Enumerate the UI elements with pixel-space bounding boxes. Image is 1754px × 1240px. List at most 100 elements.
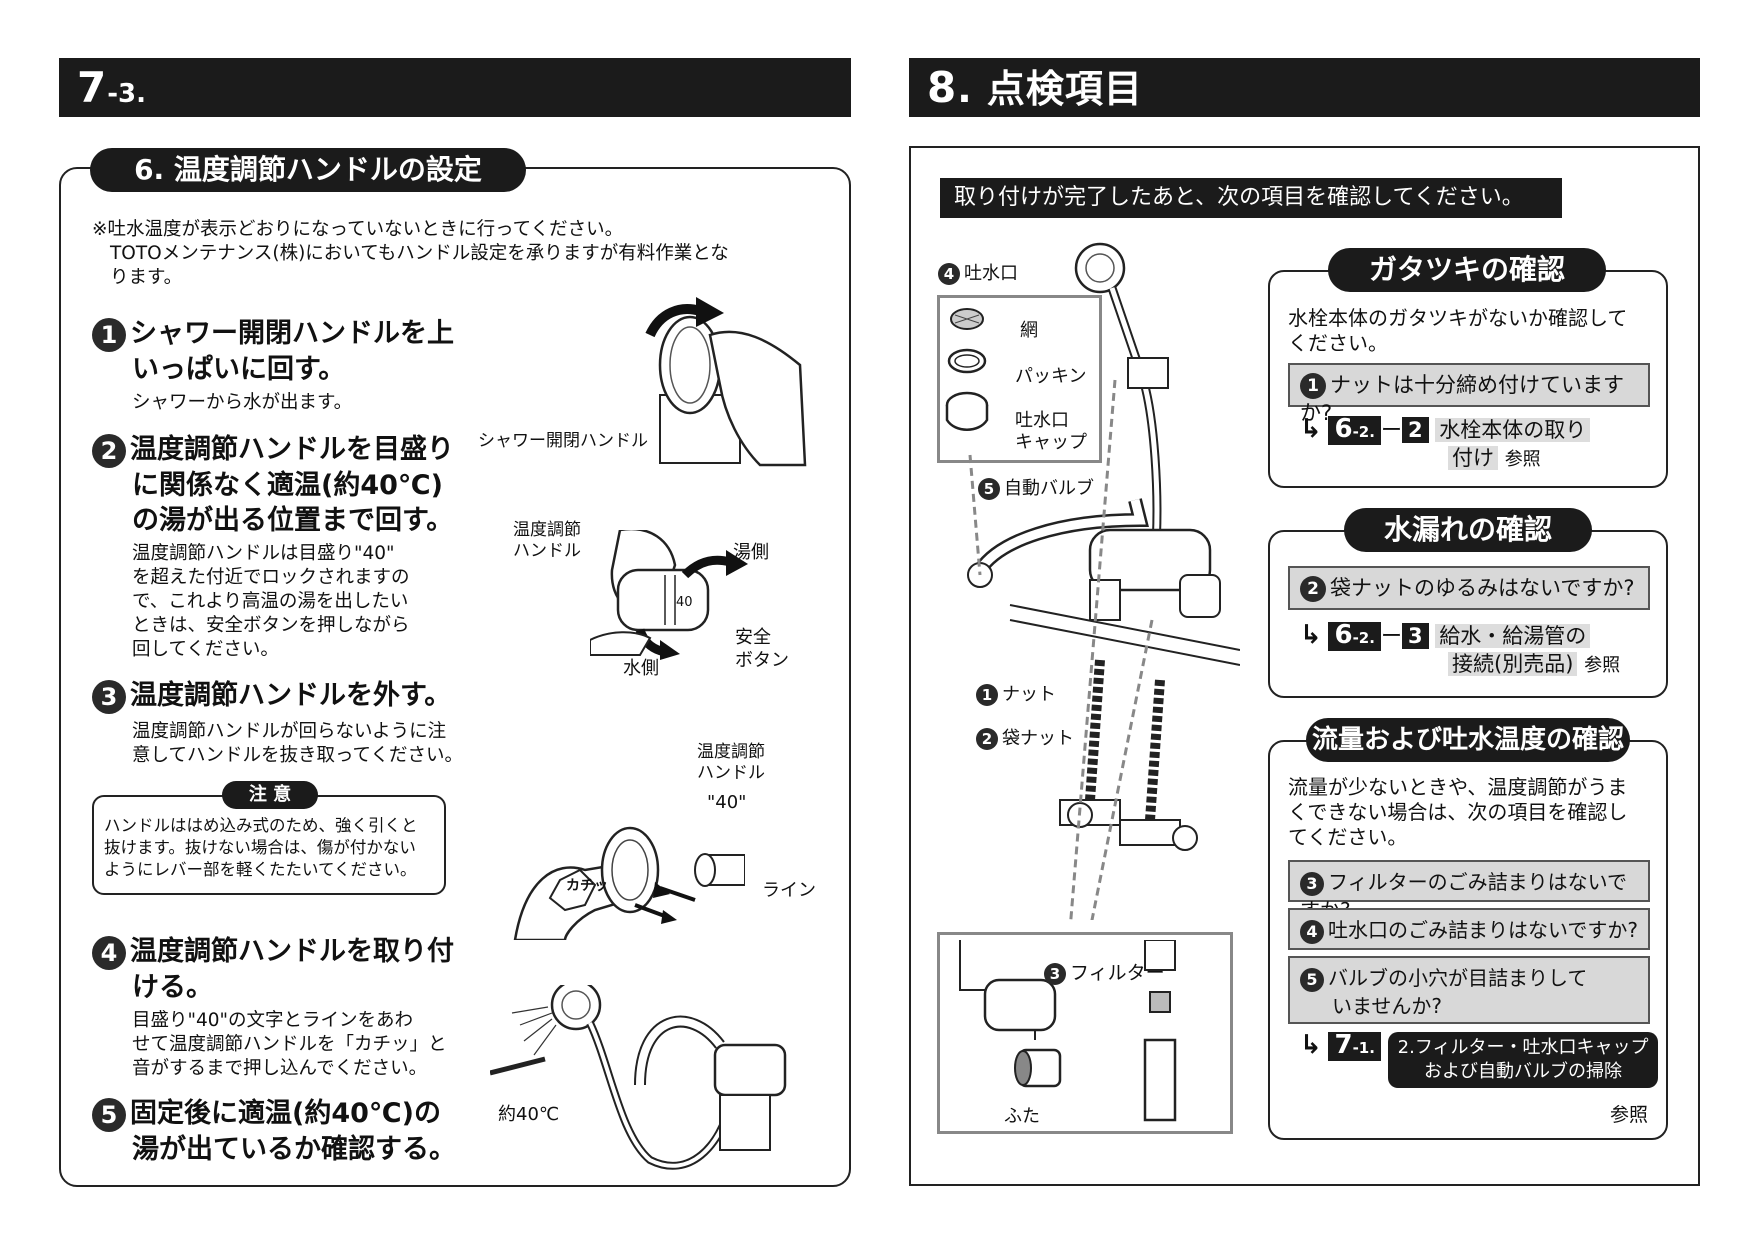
auto-valve-text: 自動バルブ	[1004, 478, 1094, 499]
nut-text: ナット	[1002, 684, 1056, 705]
caution-box: ハンドルははめ込み式のため、強く引くと 抜けます。抜けない場合は、傷が付かない …	[92, 795, 446, 895]
nut-number: 1	[976, 684, 998, 706]
label-hot-side: 湯側	[733, 542, 769, 563]
flow-ref-box: 2.フィルター・吐水口キャップ および自動バルブの掃除	[1387, 1032, 1659, 1088]
caution-line-3: ようにレバー部を軽くたたいてください。	[104, 860, 417, 879]
spout-parts-illustration	[945, 308, 989, 431]
rattle-ref-dash: ー	[1380, 418, 1402, 442]
bag-nut-number: 2	[976, 728, 998, 750]
label-click: カチッ	[566, 878, 608, 894]
leak-ref-item: 3	[1401, 623, 1429, 649]
shower-faucet-illustration	[490, 985, 787, 1170]
label-temp-handle-b: 温度調節 ハンドル	[697, 742, 765, 784]
note-line-1: ※吐水温度が表示どおりになっていないときに行ってください。	[92, 219, 624, 240]
step-2-body-3: で、これより高温の湯を出したい	[132, 590, 409, 612]
label-spout-cap: 吐水口 キャップ	[1015, 410, 1087, 454]
filter-detail-box	[937, 932, 1233, 1134]
rattle-ref-text-2: 付け	[1448, 446, 1498, 470]
intro-banner: 取り付けが完了したあと、次の項目を確認してください。	[940, 178, 1562, 218]
caution-line-2: 抜けます。抜けない場合は、傷が付かない	[104, 838, 416, 857]
step-4-body-2: せて温度調節ハンドルを「カチッ」と	[132, 1033, 447, 1055]
flow-q5-number: 5	[1300, 967, 1324, 992]
label-temp-handle-a: 温度調節 ハンドル	[513, 520, 581, 562]
filter-text: フィルター	[1070, 962, 1165, 984]
rattle-ref-item: 2	[1401, 417, 1429, 443]
left-header-num: 7	[77, 63, 108, 112]
note-line-2: TOTOメンテナンス(株)においてもハンドル設定を承りますが有料作業とな	[110, 243, 729, 264]
label-cold-side: 水側	[623, 658, 659, 679]
spout-parts-box	[937, 295, 1102, 463]
shower-handle-illustration	[645, 297, 807, 467]
label-temp-handle-b-2: ハンドル	[697, 763, 765, 783]
step-5-title: 固定後に適温(約40℃)の	[130, 1098, 441, 1129]
flow-ref-text-2: および自動バルブの掃除	[1424, 1061, 1623, 1082]
step-4-body-1: 目盛り"40"の文字とラインをあわ	[132, 1009, 414, 1031]
spout-number: 4	[938, 263, 960, 285]
label-safety-1: 安全	[735, 627, 771, 648]
flow-q4-text: 吐水口のごみ詰まりはないですか?	[1328, 918, 1639, 942]
step-1-title: シャワー開閉ハンドルを上	[130, 318, 454, 349]
step-4-body-3: 音がするまで押し込んでください。	[132, 1057, 428, 1079]
step-2-body-1: 温度調節ハンドルは目盛り"40"	[132, 542, 395, 564]
spout-text: 吐水口	[964, 263, 1018, 284]
label-safety-2: ボタン	[735, 650, 789, 671]
label-dial-40: 40	[676, 595, 693, 610]
step-1-title-2: いっぱいに回す。	[132, 353, 346, 385]
note-line-3: ります。	[110, 267, 183, 288]
flow-q3-number: 3	[1300, 871, 1324, 896]
label-temp-handle-a-2: ハンドル	[513, 541, 581, 561]
flow-q5-text-a: バルブの小穴が目詰まりして	[1328, 966, 1588, 990]
section-flow-desc: 流量が少ないときや、温度調節がうま くできない場合は、次の項目を確認し てくださ…	[1288, 775, 1627, 850]
leak-q-text: 袋ナットのゆるみはないですか?	[1330, 576, 1635, 600]
step-4-title-2: ける。	[132, 971, 213, 1003]
flow-reference: ↳ 7-1. 2.フィルター・吐水口キャップ および自動バルブの掃除	[1300, 1032, 1660, 1088]
flow-q5-text-b: いませんか?	[1332, 994, 1443, 1018]
step-1-body: シャワーから水が出ます。	[132, 391, 353, 413]
return-arrow-icon: ↳	[1300, 1030, 1322, 1060]
remove-handle-illustration	[513, 826, 745, 940]
label-forty: "40"	[707, 792, 747, 813]
left-section-title: 6. 温度調節ハンドルの設定	[90, 148, 526, 192]
filter-detail-illustration	[959, 940, 1177, 1122]
label-line: ライン	[762, 880, 816, 901]
step-1-number: 1	[92, 317, 126, 352]
left-header: 7-3.	[59, 58, 851, 117]
step-2-body-4: ときは、安全ボタンを押しながら	[132, 614, 410, 636]
temp-handle-rotate-illustration	[590, 530, 748, 660]
step-3-number: 3	[92, 679, 126, 714]
rattle-ref-num: 6-2.	[1328, 416, 1381, 445]
leak-ref-dash: ー	[1380, 624, 1402, 648]
step-2-title-2: に関係なく適温(約40℃)	[132, 469, 443, 501]
label-safety-button: 安全 ボタン	[735, 626, 789, 672]
step-2-body-5: 回してください。	[132, 638, 279, 660]
caution-title: 注 意	[222, 781, 318, 809]
rattle-desc-1: 水栓本体のガタツキがないか確認して	[1288, 306, 1628, 330]
right-header: 8. 点検項目	[909, 58, 1700, 117]
flow-question-3: 3フィルターのごみ詰まりはないですか?	[1288, 860, 1650, 922]
return-arrow-icon: ↳	[1300, 620, 1322, 650]
step-4-title: 温度調節ハンドルを取り付	[130, 936, 454, 967]
section-rattle-desc: 水栓本体のガタツキがないか確認して ください。	[1288, 306, 1627, 356]
flow-ref-text-1: 2.フィルター・吐水口キャップ	[1397, 1037, 1649, 1058]
step-5-number: 5	[92, 1097, 126, 1132]
step-5-title-2: 湯が出ているか確認する。	[132, 1133, 456, 1165]
filter-number: 3	[1044, 962, 1066, 985]
leak-ref-num: 6-2.	[1328, 622, 1381, 651]
step-4-number: 4	[92, 935, 126, 970]
label-temp-handle-a-1: 温度調節	[513, 520, 581, 540]
rattle-desc-2: ください。	[1288, 331, 1388, 355]
flow-ref-see: 参照	[1610, 1104, 1649, 1126]
step-3-body-1: 温度調節ハンドルが回らないように注	[132, 720, 447, 742]
leak-ref-see: 参照	[1584, 655, 1621, 676]
section-flow-title: 流量および吐水温度の確認	[1306, 718, 1630, 762]
